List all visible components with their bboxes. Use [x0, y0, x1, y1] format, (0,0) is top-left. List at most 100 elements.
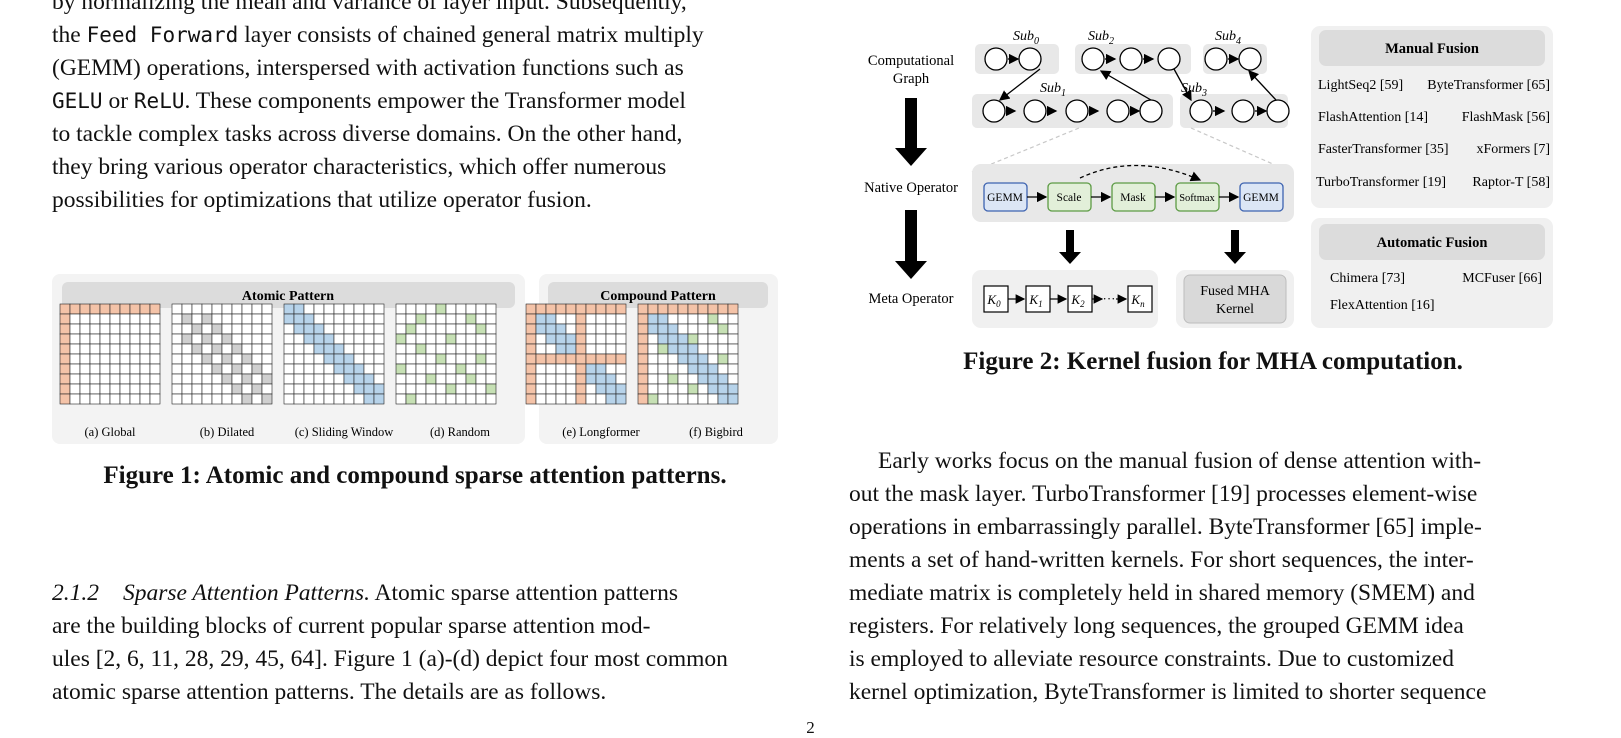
grid-cell [727, 373, 739, 385]
grid-cell [109, 363, 121, 375]
grid-cell [405, 343, 417, 355]
grid-cell [415, 393, 427, 405]
grid-cell [455, 393, 467, 405]
grid-cell [251, 393, 263, 405]
grid-cell [555, 323, 567, 335]
text-line: registers. For relatively long sequences… [849, 613, 1464, 639]
grid-cell [595, 313, 607, 325]
grid-cell [313, 323, 325, 335]
grid-cell [89, 363, 101, 375]
grid-cell [425, 313, 437, 325]
grid-cell [395, 393, 407, 405]
grid-cell [303, 313, 315, 325]
label-global: (a) Global [84, 425, 136, 439]
grid-cell [585, 333, 597, 345]
grid-cell [333, 363, 345, 375]
grid-cell [667, 373, 679, 385]
grid-cell [707, 373, 719, 385]
grid-cell [697, 393, 709, 405]
grid-cell [575, 353, 587, 365]
grid-cell [475, 353, 487, 365]
grid-cell [99, 333, 111, 345]
grid-cell [405, 363, 417, 375]
grid-cell [373, 353, 385, 365]
grid-cell [425, 353, 437, 365]
grid-cell [313, 383, 325, 395]
grid-cell [171, 383, 183, 395]
figure-2-caption: Figure 2: Kernel fusion for MHA computat… [963, 348, 1463, 375]
op-softmax-label: Softmax [1179, 193, 1215, 204]
label-bigbird: (f) Bigbird [689, 425, 744, 439]
auto-item: Chimera [73] [1330, 271, 1405, 286]
grid-cell [261, 343, 273, 355]
grid-cell [595, 323, 607, 335]
grid-cell [283, 323, 295, 335]
grid-cell [261, 353, 273, 365]
grid-cell [89, 333, 101, 345]
grid-cell [717, 353, 729, 365]
grid-cell [139, 303, 151, 315]
text-line: by normalizing the mean and variance of … [52, 0, 687, 15]
grid-cell [525, 353, 537, 365]
manual-fusion-header: Manual Fusion [1385, 41, 1479, 57]
grid-cell [59, 353, 71, 365]
grid-cell [99, 353, 111, 365]
grid-cell [303, 303, 315, 315]
grid-cell [595, 333, 607, 345]
grid-cell [313, 353, 325, 365]
grid-cell [687, 333, 699, 345]
op-scale-label: Scale [1057, 192, 1082, 204]
grid-cell [485, 353, 497, 365]
grid-cell [475, 393, 487, 405]
grid-cell [727, 383, 739, 395]
grid-cell [445, 383, 457, 395]
grid-cell [261, 323, 273, 335]
grid-cell [455, 313, 467, 325]
grid-cell [687, 313, 699, 325]
op-gemm-2-label: GEMM [1243, 192, 1279, 204]
grid-cell [373, 393, 385, 405]
grid-cell [687, 383, 699, 395]
grid-cell [465, 373, 477, 385]
grid-cell [119, 313, 131, 325]
manual-item: FlashAttention [14] [1318, 110, 1428, 125]
grid-cell [69, 393, 81, 405]
grid-cell [231, 393, 243, 405]
grid-random [395, 303, 497, 405]
grid-cell [211, 313, 223, 325]
grid-cell [395, 303, 407, 315]
text-line: mediate matrix is completely held in sha… [849, 580, 1475, 606]
grid-cell [637, 353, 649, 365]
manual-item: FlashMask [56] [1462, 110, 1550, 125]
grid-cell [59, 393, 71, 405]
grid-cell [251, 383, 263, 395]
grid-cell [261, 383, 273, 395]
grid-cell [585, 363, 597, 375]
grid-cell [373, 343, 385, 355]
grid-cell [221, 373, 233, 385]
grid-cell [455, 383, 467, 395]
grid-cell [293, 313, 305, 325]
grid-cell [555, 343, 567, 355]
grid-cell [343, 373, 355, 385]
grid-cell [415, 373, 427, 385]
grid-cell [313, 313, 325, 325]
grid-cell [343, 383, 355, 395]
grid-cell [59, 373, 71, 385]
grid-cell [707, 313, 719, 325]
grid-cell [363, 393, 375, 405]
sub4-label: Sub4 [1215, 29, 1241, 47]
grid-cell [221, 353, 233, 365]
grid-cell [545, 343, 557, 355]
grid-global [59, 303, 161, 405]
text-fragment: . These components empower the Transform… [184, 88, 686, 114]
grid-cell [545, 393, 557, 405]
grid-cell [535, 343, 547, 355]
grid-cell [435, 303, 447, 315]
grid-cell [405, 383, 417, 395]
grid-cell [261, 303, 273, 315]
grid-cell [465, 363, 477, 375]
grid-cell [647, 303, 659, 315]
grid-cell [363, 343, 375, 355]
grid-cell [201, 393, 213, 405]
